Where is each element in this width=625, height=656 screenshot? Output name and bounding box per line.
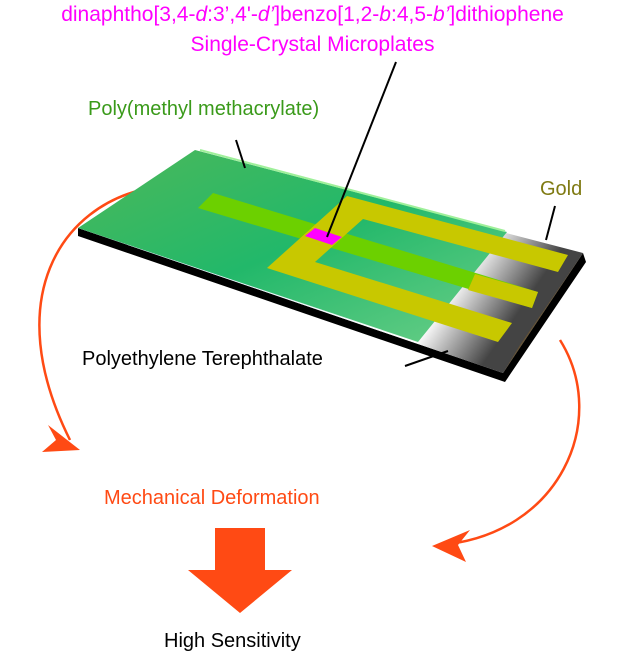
- left-curved-arrow: [38, 186, 151, 441]
- label-gold: Gold: [540, 178, 583, 200]
- label-high-sensitivity: High Sensitivity: [164, 630, 301, 652]
- right-curved-arrow: [439, 339, 581, 547]
- title-part: d: [195, 3, 208, 26]
- left-arrowhead: [42, 425, 80, 452]
- title-part: b: [379, 3, 391, 26]
- pet-corner-curl: [503, 253, 583, 373]
- title-part: ]benzo[1,2-: [274, 3, 380, 26]
- pmma-leader: [235, 139, 246, 169]
- pet-leader: [404, 350, 449, 367]
- label-mechanical-deformation: Mechanical Deformation: [104, 487, 320, 509]
- title-part: b’: [433, 3, 450, 26]
- title-part: d’: [257, 3, 275, 26]
- right-arrowhead: [432, 530, 470, 562]
- label-pmma: Poly(methyl methacrylate): [88, 98, 320, 120]
- title-compound-name: dinaphtho[3,4-d:3’,4'-d’]benzo[1,2-b:4,5…: [0, 4, 625, 26]
- crystal-leader: [326, 61, 397, 238]
- dnbdt-crystal: [305, 228, 342, 245]
- gold-electrode-strip: [198, 193, 538, 308]
- pmma-edge-highlight: [199, 149, 506, 232]
- title-part: :4,5-: [390, 3, 434, 26]
- down-arrow: [188, 528, 292, 613]
- label-pet: Polyethylene Terephthalate: [82, 348, 323, 370]
- gold-electrode-comb: [267, 196, 568, 342]
- gold-electrode-strip-exposed: [468, 274, 538, 308]
- title-part: dinaphtho[3,4-: [61, 3, 196, 26]
- title-part: ]dithiophene: [449, 3, 564, 26]
- title-part: :3’,4'-: [207, 3, 258, 26]
- title-microplates: Single-Crystal Microplates: [190, 33, 435, 56]
- gold-leader: [545, 205, 556, 241]
